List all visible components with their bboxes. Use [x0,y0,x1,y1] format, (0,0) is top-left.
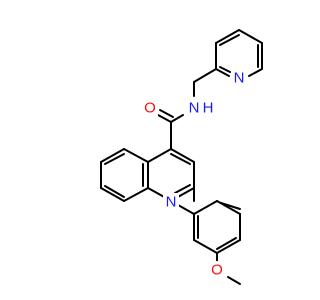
bond [104,153,125,165]
bond [227,276,241,285]
amide-hydrogen-label: H [203,100,214,117]
bond [123,187,149,202]
bond [215,29,240,44]
bond [123,148,149,163]
bond [100,148,125,163]
bond [220,202,241,210]
amide-oxygen-label: O [144,100,156,117]
bond [104,185,125,198]
bond [219,66,231,73]
molecule-structure: O N H N N O [100,29,263,285]
bond [215,68,230,77]
bond [147,148,172,163]
bond [159,109,174,118]
bond [248,68,263,77]
amide-nitrogen-label: N [189,100,200,117]
bond [170,148,195,163]
bond [170,114,184,123]
bond [193,200,218,215]
bond [219,34,240,46]
bond [193,239,218,254]
bond [193,68,217,83]
atom-labels: O N H N N O [142,69,247,279]
bond-group [100,29,263,202]
phenyl-bonds [170,200,241,285]
bond [238,29,263,44]
quinoline-nitrogen-label: N [166,194,177,211]
bond [174,184,191,194]
bond [100,187,125,202]
bond [216,239,241,254]
bond [216,237,237,250]
bond [170,153,191,165]
methoxy-oxygen-label: O [211,262,223,279]
bond [157,114,172,123]
pyridine-nitrogen-label: N [234,70,245,87]
